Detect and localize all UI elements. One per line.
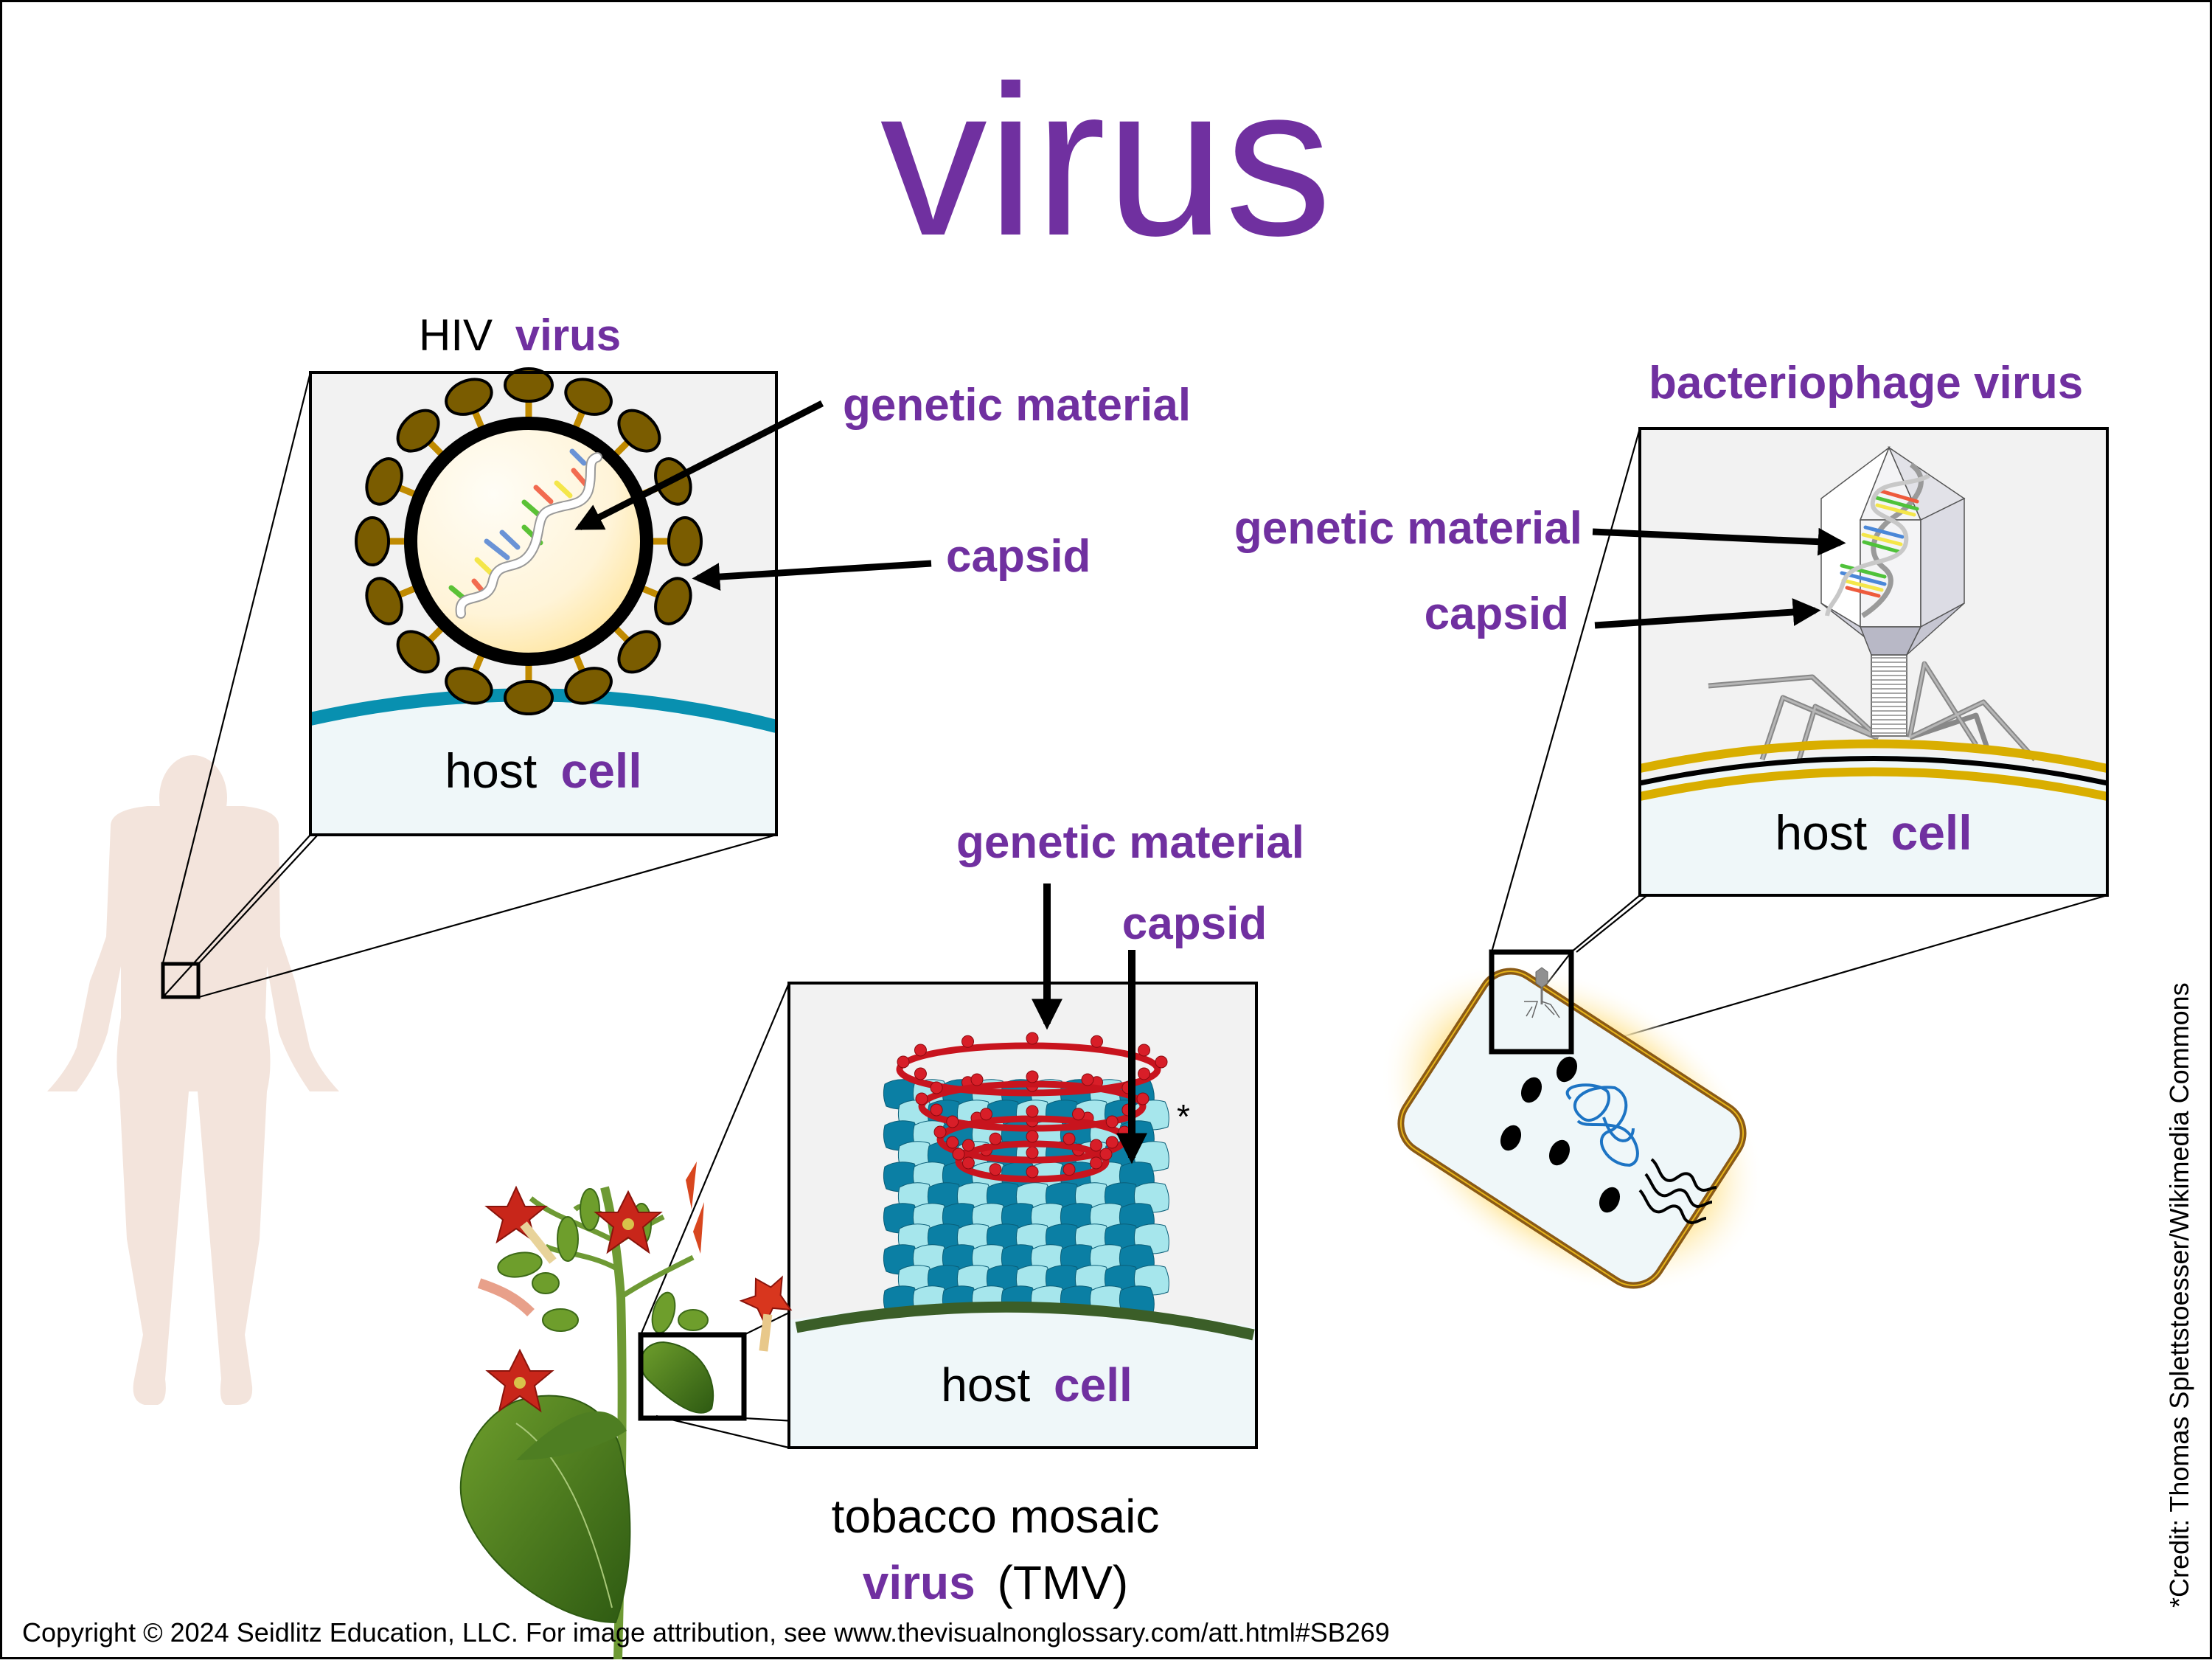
- phage-genetic-arrow: [1592, 527, 1846, 556]
- phage-panel-frame: [1638, 427, 2109, 897]
- hiv-title-prefix: HIV: [419, 310, 493, 360]
- phage-capsid-arrow: [1594, 598, 1821, 629]
- image-credit: *Credit: Thomas Splettstoesser/Wikimedia…: [2164, 982, 2194, 1608]
- bacterium: [1338, 914, 1806, 1343]
- bacteriophage: [1820, 445, 1966, 737]
- tobacco-plant: [459, 1162, 793, 1660]
- host-cell-keyword: cell: [1054, 1358, 1133, 1412]
- hiv-title-keyword: virus: [515, 310, 621, 360]
- hiv-capsid: [404, 417, 653, 666]
- hiv-spike: [445, 667, 493, 705]
- hiv-spike: [617, 409, 661, 453]
- tobacco-flowers: [477, 1162, 793, 1413]
- tmv-label-capsid: capsid: [1122, 898, 1267, 949]
- hiv-spike: [355, 516, 390, 566]
- bacterium-nucleoid: [1565, 1083, 1639, 1167]
- phage-tail: [1871, 654, 1907, 737]
- hiv-spike: [504, 680, 554, 715]
- phage-label-genetic-material: genetic material: [1234, 503, 1582, 554]
- hiv-spike: [445, 378, 493, 416]
- bacterium-ribosomes: [1500, 1056, 1621, 1213]
- hiv-panel-frame: [309, 371, 778, 836]
- hiv-spike: [365, 577, 403, 625]
- tmv-caption-keyword: virus: [863, 1556, 975, 1609]
- plant-zoom-box: [638, 1332, 747, 1421]
- phage-outer-membrane: [1640, 739, 2107, 773]
- tmv-label-genetic-material: genetic material: [956, 817, 1304, 868]
- tmv-host-cell-label: host cell: [941, 1358, 1133, 1412]
- hiv-label-capsid: capsid: [946, 531, 1091, 582]
- tiny-bacteriophage: [1524, 967, 1560, 1018]
- tmv-host-cell: [789, 1303, 1256, 1448]
- phage-panel: host cell: [1638, 427, 2109, 897]
- hiv-host-cell-label: host cell: [445, 743, 641, 798]
- hiv-spike: [564, 378, 613, 416]
- hiv-spike: [667, 516, 703, 566]
- phage-panel-title: bacteriophage virus: [1649, 358, 2083, 409]
- phage-cell-wall: [1640, 756, 2107, 786]
- tmv-panel-frame: [787, 982, 1258, 1449]
- phage-host-cell: [1640, 754, 2107, 895]
- human-zoom-box: [161, 962, 201, 999]
- tmv-caption-line1: tobacco mosaic: [832, 1490, 1160, 1543]
- hiv-capsid-arrow: [692, 560, 932, 591]
- phage-host-cell-label: host cell: [1775, 805, 1972, 860]
- host-cell-prefix: host: [1775, 805, 1867, 860]
- hiv-spike: [564, 667, 613, 705]
- bacterium-zoom-box: [1489, 949, 1574, 1055]
- hiv-spike: [654, 577, 692, 625]
- copyright-footer: Copyright © 2024 Seidlitz Education, LLC…: [22, 1617, 1390, 1648]
- hiv-label-genetic-material: genetic material: [843, 380, 1191, 431]
- hiv-panel-title: HIV virus: [419, 310, 621, 360]
- tmv-caption-line2: virus (TMV): [863, 1556, 1128, 1609]
- phage-genetic-material: [1825, 462, 1930, 618]
- zoomed-leaf: [640, 1341, 714, 1414]
- hiv-genetic-arrow: [574, 400, 824, 531]
- bacterium-flagella: [1638, 1158, 1717, 1225]
- phage-label-capsid: capsid: [1425, 589, 1569, 639]
- host-cell-prefix: host: [445, 743, 537, 798]
- tmv-credit-asterisk: *: [1177, 1097, 1190, 1136]
- hiv-spike: [396, 630, 440, 674]
- tmv-panel: * host cell: [787, 982, 1258, 1449]
- phage-inner-membrane: [1640, 767, 2107, 801]
- host-cell-keyword: cell: [561, 743, 642, 798]
- hiv-spike: [396, 409, 440, 453]
- hiv-host-cell: [310, 695, 776, 835]
- hiv-spike: [504, 367, 554, 403]
- page-title: virus: [880, 41, 1332, 280]
- host-cell-keyword: cell: [1891, 805, 1972, 860]
- hiv-spike: [365, 457, 403, 506]
- tmv-caption-suffix: (TMV): [998, 1556, 1129, 1609]
- tmv-host-membrane: [795, 1301, 1255, 1341]
- hiv-envelope-spikes: [355, 367, 703, 715]
- host-cell-prefix: host: [941, 1358, 1030, 1412]
- hiv-genetic-material: [448, 448, 602, 619]
- hiv-panel: host cell: [309, 367, 778, 836]
- hiv-spike: [617, 630, 661, 674]
- hiv-zoom-lines: [161, 372, 777, 999]
